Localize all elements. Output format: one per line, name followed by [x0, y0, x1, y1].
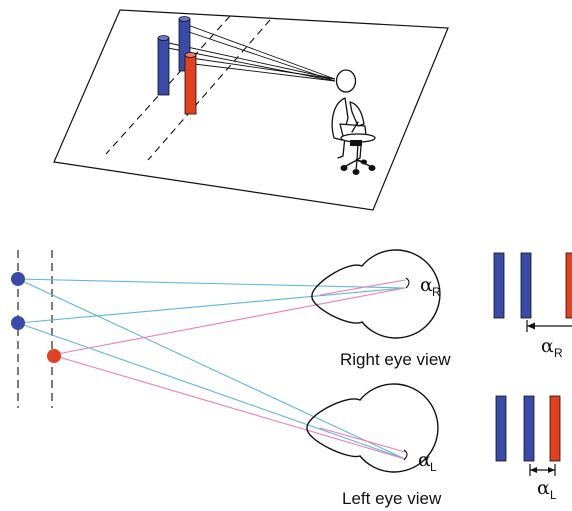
left-view-blue-bar-2 [523, 395, 535, 462]
right-eye [311, 249, 441, 339]
right-view-alpha-subscript: R [554, 346, 563, 360]
alpha-subscript-l: L [430, 460, 437, 474]
ray-diagram: α R Right eye view α L Left eye view [11, 249, 451, 508]
left-eye [306, 383, 439, 473]
rod-blue-left-3d [157, 35, 170, 96]
floor-plane [53, 9, 449, 211]
alpha-symbol: α [420, 274, 433, 296]
left-eye-alpha-label: α L [418, 449, 437, 474]
red-rays [51, 279, 406, 460]
left-view-alpha-symbol: α [537, 477, 550, 499]
right-view-blue-bar-2 [520, 252, 532, 319]
far-target-point-lower [11, 316, 25, 330]
right-eye-alpha-label: α R [420, 274, 441, 299]
alpha-symbol: α [418, 449, 431, 471]
left-eye-view-label: Left eye view [342, 489, 442, 508]
rod-blue-right-3d [178, 16, 191, 72]
far-target-point-upper [11, 272, 25, 286]
right-eye-retinal-view: α R [493, 252, 572, 360]
right-view-red-bar [565, 252, 572, 319]
rod-red-3d [184, 52, 197, 115]
right-view-blue-bar-1 [493, 252, 505, 319]
left-view-red-bar [549, 395, 561, 462]
near-target-point-red [47, 349, 61, 363]
depth-guide-line-near [147, 19, 271, 161]
right-eye-angle-bracket [405, 277, 410, 289]
left-eye-angle-bracket [403, 449, 408, 461]
seated-observer [331, 69, 376, 175]
left-eye-retinal-view: α L [495, 395, 561, 502]
blue-rays [17, 278, 406, 460]
left-view-alpha-subscript: L [550, 488, 557, 502]
alpha-subscript-r: R [432, 285, 441, 299]
perspective-scene [53, 9, 449, 211]
left-view-blue-bar-1 [495, 395, 507, 462]
right-eye-view-label: Right eye view [340, 350, 451, 369]
right-view-alpha-symbol: α [541, 335, 554, 357]
